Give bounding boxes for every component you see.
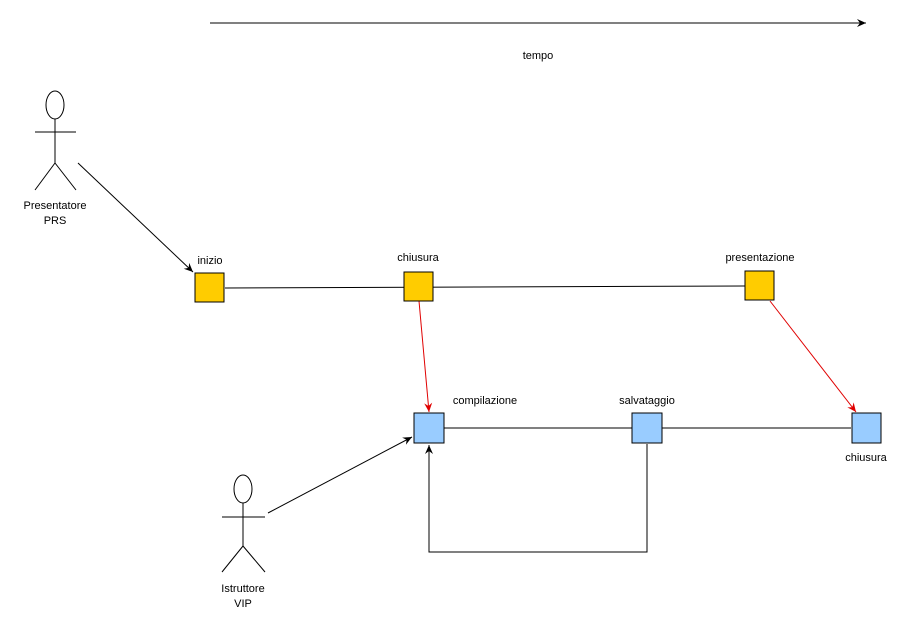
presenter-timeline-line	[224, 285, 746, 289]
state-submission-label: presentazione	[725, 252, 794, 264]
state-instructor-close-label: chiusura	[845, 452, 887, 464]
state-compile-label: compilazione	[453, 395, 517, 407]
presenter-to-start-arrow	[77, 162, 194, 273]
state-start-box	[194, 272, 225, 303]
state-submission: presentazione	[725, 252, 795, 301]
stick-figure-icon	[34, 90, 77, 191]
actor-presenter-code: PRS	[44, 215, 67, 227]
state-compile-box	[413, 412, 445, 444]
time-axis-label: tempo	[523, 50, 554, 62]
state-start: inizio	[194, 255, 225, 303]
state-save: salvataggio	[619, 395, 675, 444]
instructor-to-compile-arrow	[267, 436, 413, 514]
presenter-states: inizio chiusura presentazione	[194, 252, 795, 303]
actor-instructor-name: Istruttore	[221, 583, 264, 595]
state-instructor-close: chiusura	[845, 412, 888, 464]
actor-instructor-code: VIP	[234, 598, 252, 610]
state-presenter-close: chiusura	[397, 252, 440, 302]
time-axis: tempo	[210, 19, 866, 62]
submission-triggers-close-arrow	[769, 300, 857, 413]
state-submission-box	[744, 270, 775, 301]
state-compile: compilazione	[413, 395, 517, 444]
actor-presenter: Presentatore PRS	[24, 90, 87, 227]
state-presenter-close-label: chiusura	[397, 252, 439, 264]
close-triggers-compile-arrow	[418, 300, 433, 413]
state-instructor-close-box	[851, 412, 882, 444]
state-save-label: salvataggio	[619, 395, 675, 407]
connectors	[77, 162, 857, 553]
state-presenter-close-box	[403, 271, 434, 302]
instructor-states: compilazione salvataggio chiusura	[413, 395, 888, 464]
stick-figure-icon	[221, 474, 266, 573]
state-save-box	[631, 412, 663, 444]
actor-presenter-name: Presentatore	[24, 200, 87, 212]
save-loop-arrow	[425, 444, 648, 553]
actor-instructor: Istruttore VIP	[221, 474, 266, 610]
state-start-label: inizio	[197, 255, 222, 267]
